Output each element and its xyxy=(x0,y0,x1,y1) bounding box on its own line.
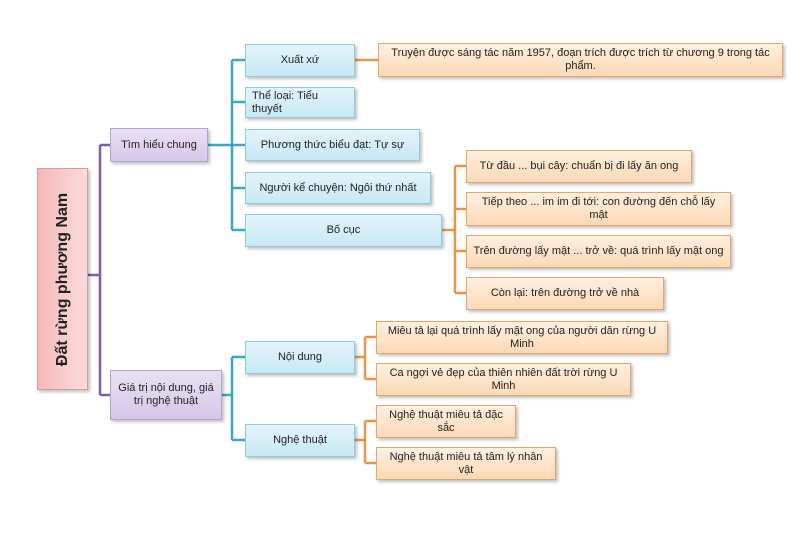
node-noi-dung-item-1: Miêu tả lại quá trình lấy mật ong của ng… xyxy=(376,321,668,354)
connector-tim-hieu-chung xyxy=(208,58,245,232)
connector-nghe-thuat xyxy=(355,419,376,465)
node-nghe-thuat-item-1: Nghệ thuật miêu tả đặc sắc xyxy=(376,405,516,438)
connector-bo-cuc xyxy=(442,164,466,295)
node-bo-cuc-part-3: Trên đường lấy mật ... trở về: quá trình… xyxy=(466,235,731,268)
node-noi-dung-item-2: Ca ngợi vẻ đẹp của thiên nhiên đất trời … xyxy=(376,363,631,396)
node-phuong-thuc: Phương thức biểu đạt: Tự sự xyxy=(245,129,420,161)
node-bo-cuc-part-2: Tiếp theo ... im im đi tới: con đường đế… xyxy=(466,192,731,226)
node-tim-hieu-chung: Tìm hiểu chung xyxy=(110,128,208,162)
connector-noi-dung xyxy=(355,335,376,381)
node-bo-cuc-part-4: Còn lại: trên đường trở về nhà xyxy=(466,277,664,310)
node-nguoi-ke: Người kể chuyện: Ngôi thứ nhất xyxy=(245,172,431,204)
root-label: Đất rừng phương Nam xyxy=(54,192,71,366)
root-node: Đất rừng phương Nam xyxy=(37,168,88,390)
node-nghe-thuat: Nghệ thuật xyxy=(245,424,355,457)
node-bo-cuc: Bố cục xyxy=(245,214,442,247)
node-noi-dung: Nội dung xyxy=(245,341,355,374)
node-xuat-xu: Xuất xứ xyxy=(245,44,355,77)
connector-gia-tri xyxy=(222,355,245,442)
node-nghe-thuat-item-2: Nghệ thuật miêu tả tâm lý nhân vật xyxy=(376,447,556,480)
node-gia-tri: Giá trị nội dung, giá trị nghệ thuật xyxy=(110,370,222,420)
connector-root xyxy=(88,143,110,397)
node-xuat-xu-detail: Truyện được sáng tác năm 1957, đoạn tríc… xyxy=(378,43,783,77)
node-the-loai: Thể loại: Tiểu thuyết xyxy=(245,87,355,118)
node-bo-cuc-part-1: Từ đầu ... bụi cây: chuẩn bị đi lấy ăn o… xyxy=(466,150,692,183)
